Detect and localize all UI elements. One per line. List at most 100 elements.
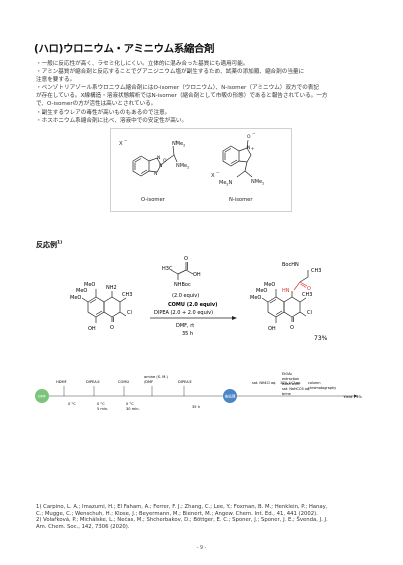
o-isomer-anion: X [119, 141, 123, 147]
workflow-arrowhead [354, 394, 358, 398]
product-oh: OH [268, 326, 276, 332]
n-isomer-n1: N [247, 145, 250, 151]
reference-line: Am. Chem. Soc., 142, 7306 (2020). [36, 523, 130, 530]
reference-line: 1) Carpino, L. A.; Imazumi, H.; El Faham… [36, 504, 328, 510]
note-line: ・ベンゾトリアゾール系ウロニウム縮合剤にはO-isomer（ウロニウム）、N-i… [36, 85, 319, 92]
condition-comu: COMU (2.0 equiv) [168, 302, 217, 308]
condition-equiv: (2.0 equiv) [172, 293, 199, 299]
workup-step-1: sat. NH4Cl aq. [252, 381, 276, 385]
note-line: 注意を要する。 [36, 77, 76, 84]
reaction-scheme: H3C O OH NHBoc (2.0 equiv) COMU (2.0 equ… [70, 256, 328, 342]
page-title: (ハロ)ウロニウム・アミニウム系縮合剤 [34, 43, 215, 55]
product-amide-o: O [307, 286, 311, 292]
workflow-addition-ticks [63, 386, 185, 396]
n-isomer-nme2: NMe2 [251, 179, 264, 186]
workup-3: wash with [282, 382, 299, 386]
n-isomer-structure [222, 139, 253, 178]
sm-meo-2: MeO [76, 288, 87, 294]
workflow-add-5: /DMF [144, 380, 153, 384]
product-hn: HN [282, 288, 290, 294]
n-isomer-plus: + [251, 146, 254, 151]
product-meo-2: MeO [256, 288, 267, 294]
workup-step-4: chromatography [308, 386, 336, 390]
product-o: O [290, 325, 294, 331]
amino-acid-o: O [184, 256, 188, 262]
workup-step-2: 10% LiCl aq. [280, 381, 301, 385]
o-isomer-nme2-bottom: NMe2 [176, 163, 189, 170]
product-ch3-top: CH3 [311, 268, 321, 274]
isomer-structures-box: X − NMe2 + NMe2 O N N N O-isomer O − + N… [110, 128, 292, 212]
workflow-add-3: COMU [118, 380, 129, 384]
workflow-add-6: DIPEA② [178, 380, 192, 384]
sm-meo-3: MeO [70, 295, 81, 301]
o-isomer-anion-charge: − [124, 138, 127, 143]
condition-dipea: DIPEA (2.0 + 2.0 equiv) [154, 310, 213, 316]
note-line: が存在している。X線構造・溶液状態解析ではN-isomer（縮合剤として市販の形… [36, 93, 328, 100]
workup-2: extraction [282, 377, 299, 381]
workflow-time-5: 35 h [192, 405, 200, 409]
product-meo-3: MeO [250, 295, 261, 301]
sm-nh2: NH2 [106, 285, 117, 291]
workup-4: sat. NaHCO3 aq. [282, 387, 310, 391]
workflow-temp-1: 0 °C [68, 402, 76, 406]
o-isomer-n2: N [159, 163, 162, 169]
product-meo-1: MeO [264, 282, 275, 288]
workflow-end-node [223, 389, 237, 403]
note-line: ・ホスホニウム系縮合剤に比べ、溶液中での安定性が高い。 [36, 117, 188, 124]
amino-acid-oh: OH [193, 272, 201, 278]
condition-solvent: DMF, rt [176, 323, 194, 329]
workup-5: brine [282, 392, 291, 396]
o-isomer-n3: N [154, 171, 157, 177]
isomer-structures: X − NMe2 + NMe2 O N N N O-isomer O − + N… [119, 131, 264, 203]
workflow-time-3: 30 min. [126, 407, 140, 411]
sm-oh: OH [88, 326, 96, 332]
o-isomer-label: O-isomer [141, 197, 166, 203]
workup-1: EtOAc [282, 372, 292, 376]
workflow-start-node [35, 389, 49, 403]
product-ch3-ring: CH3 [302, 292, 312, 298]
note-line: ・副生するウレアの毒性が高いものもあるので注意。 [36, 109, 171, 116]
n-isomer-me2n: Me2N [219, 180, 233, 187]
reaction-example-label: 反応例1) [36, 240, 63, 249]
workflow-end-label: 後処理 [225, 394, 236, 399]
n-isomer-o-atom: O [247, 134, 251, 140]
product-yield: 73% [314, 335, 328, 342]
sm-meo-1: MeO [84, 282, 95, 288]
note-line: で、O-isomerの方が活性は高いとされている。 [36, 101, 157, 108]
n-isomer-o-charge: − [252, 131, 255, 136]
page-number: - 9 - [196, 545, 207, 551]
workflow-yield: Yield 73% [343, 394, 362, 399]
n-isomer-anion-charge: − [216, 170, 219, 175]
workflow-diagram: DMF 後処理 HDMF DIPEA① COMU amine (S. M.) /… [35, 372, 362, 411]
workflow-add-4: amine (S. M.) [144, 375, 169, 379]
product-cl: Cl [307, 310, 312, 316]
amino-acid-h3c: H3C [162, 266, 173, 272]
n-isomer-anion: X [211, 173, 215, 179]
o-isomer-o-atom: O [163, 158, 167, 164]
workup-step-3: column [308, 381, 320, 385]
reaction-arrowhead [232, 316, 237, 320]
amino-acid-nhboc: NHBoc [174, 282, 191, 288]
workflow-start-label: DMF [38, 395, 46, 399]
workflow-add-2: DIPEA① [86, 380, 100, 384]
o-isomer-structure [132, 145, 178, 177]
notes-list: ・一般に反応性が高く、ラセミ化しにくい。立体的に混み合った基質にも適用可能。 ・… [36, 60, 376, 125]
reference-line: C.; Mugge, C.; Wenschuh, H.; Klose, J.; … [36, 510, 318, 517]
reference-line: 2) Volařková, P.; Michálske, L.; Nečas, … [36, 517, 328, 524]
product-bochn: BocHN [282, 262, 299, 268]
workflow-temp-3: 0 °C [126, 402, 134, 406]
o-isomer-nme2-top: NMe2 [172, 141, 185, 148]
n-isomer-label: N-isomer [229, 197, 253, 203]
note-line: ・一般に反応性が高く、ラセミ化しにくい。立体的に混み合った基質にも適用可能。 [36, 61, 249, 67]
condition-time: 35 h [182, 331, 193, 337]
sm-ch3: CH3 [122, 292, 132, 298]
starting-material-structure [81, 289, 127, 323]
amino-acid-reagent [170, 262, 194, 280]
product-amide-bond [293, 281, 308, 291]
references: 1) Carpino, L. A.; Imazumi, H.; El Faham… [36, 504, 376, 530]
sm-cl: Cl [127, 310, 132, 316]
note-line: ・アミン基質が縮合剤と反応することでグアニジニウム塩が副生するため、試薬の添加順… [36, 69, 305, 76]
o-isomer-n1: N [157, 155, 160, 161]
sm-o: O [110, 325, 114, 331]
product-structure [261, 270, 309, 323]
